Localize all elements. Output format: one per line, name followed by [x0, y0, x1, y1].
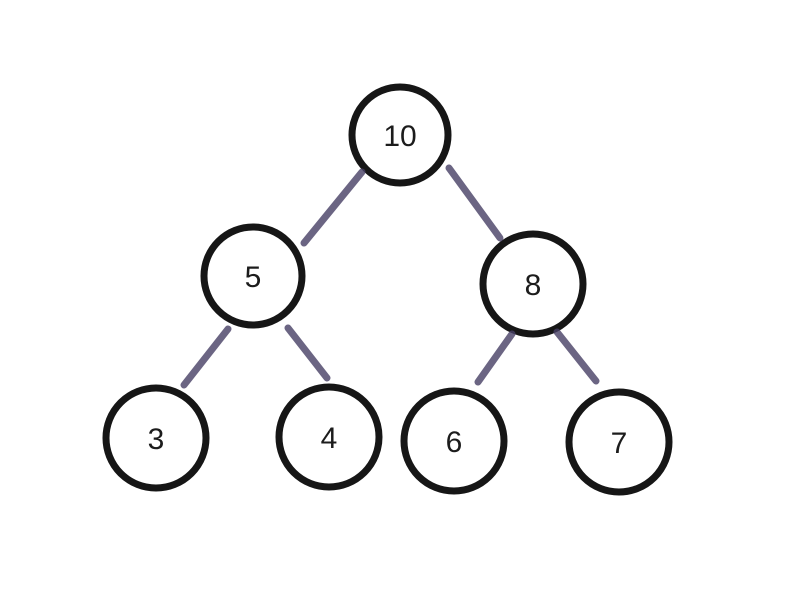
tree-node-circle-8 — [479, 230, 587, 338]
tree-node-circle-7 — [565, 388, 673, 496]
tree-edge-n10-n5 — [300, 168, 366, 247]
tree-node-label-6: 6 — [446, 426, 463, 459]
tree-edge-n8-n7 — [553, 328, 600, 385]
node-circle-layer — [102, 83, 673, 496]
tree-node-label-8: 8 — [525, 269, 542, 302]
tree-node-circle-3 — [102, 384, 210, 492]
node-label-layer: 10 5 8 3 4 6 7 — [148, 120, 628, 460]
tree-node-circle-5 — [200, 223, 306, 329]
tree-node-label-5: 5 — [245, 261, 262, 294]
tree-edge-n5-n4 — [284, 324, 331, 382]
tree-edge-n5-n3 — [180, 325, 232, 389]
tree-node-circle-4 — [275, 383, 383, 491]
tree-node-label-3: 3 — [148, 423, 165, 456]
tree-node-circle-6 — [400, 387, 508, 495]
tree-node-label-10: 10 — [383, 120, 416, 153]
tree-edge-n8-n6 — [474, 330, 516, 386]
edge-layer — [180, 164, 600, 389]
tree-node-circle-10 — [348, 83, 452, 187]
tree-node-label-7: 7 — [611, 427, 628, 460]
tree-node-label-4: 4 — [321, 422, 338, 455]
tree-edge-n10-n8 — [445, 164, 504, 242]
